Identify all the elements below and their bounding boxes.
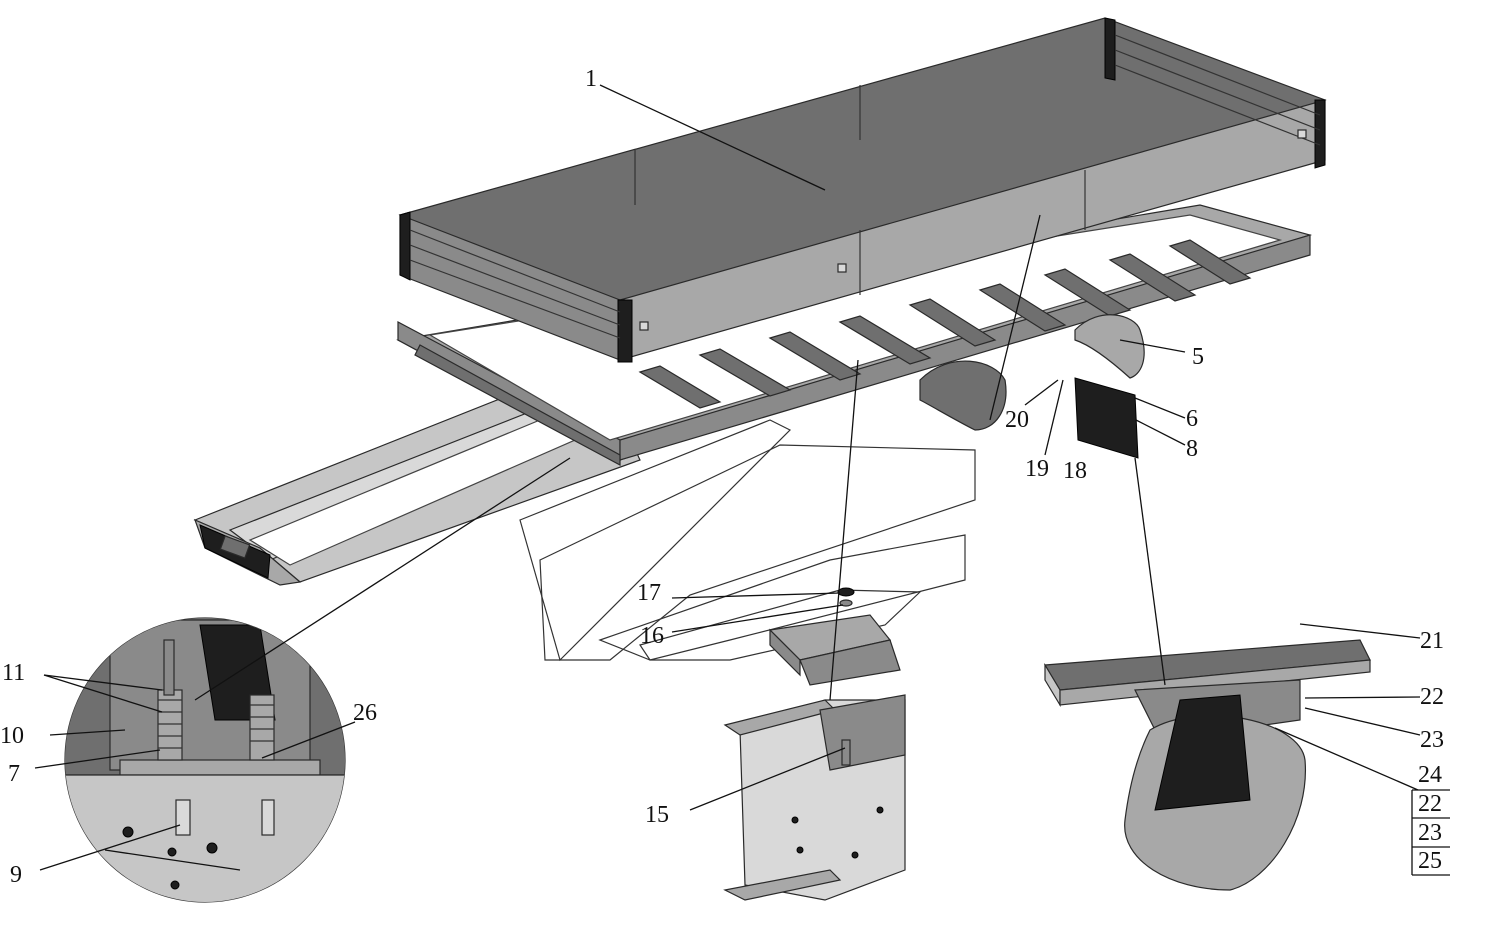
callout-22-stack: 22 (1418, 791, 1442, 817)
channel-bracket (723, 694, 906, 901)
rear-mudguard (919, 314, 1145, 431)
callout-1: 1 (585, 66, 597, 92)
callout-16: 16 (640, 623, 664, 649)
callout-9: 9 (10, 862, 22, 888)
callout-21: 21 (1420, 628, 1444, 654)
springs (157, 689, 275, 761)
callout-24: 24 (1418, 762, 1442, 788)
callout-17: 17 (637, 580, 661, 606)
callout-labels: 1 5 6 8 20 19 18 17 16 15 11 10 7 26 9 2… (0, 66, 1444, 888)
callout-23-stack: 23 (1418, 820, 1442, 846)
callout-26: 26 (353, 700, 377, 726)
cross-members (638, 239, 1252, 409)
mudguard-support-plank (1043, 639, 1371, 891)
platform-subframe (396, 204, 1313, 467)
callout-5: 5 (1192, 344, 1204, 370)
side-rib-lines (409, 34, 1321, 339)
leader-lines (34, 84, 1450, 876)
callout-22: 22 (1420, 684, 1444, 710)
callout-10: 10 (0, 723, 24, 749)
callout-18: 18 (1063, 458, 1087, 484)
callout-11: 11 (2, 660, 25, 686)
callout-6: 6 (1186, 406, 1198, 432)
mudflap (1074, 377, 1139, 459)
callout-19: 19 (1025, 456, 1049, 482)
callout-15: 15 (645, 802, 669, 828)
callout-23: 23 (1420, 727, 1444, 753)
cargo-body (398, 17, 1327, 363)
callout-20: 20 (1005, 407, 1029, 433)
callout-25: 25 (1418, 848, 1442, 874)
callout-7: 7 (8, 761, 20, 787)
callout-8: 8 (1186, 436, 1198, 462)
chassis-frame (193, 374, 641, 586)
detail-magnifier (64, 617, 346, 903)
